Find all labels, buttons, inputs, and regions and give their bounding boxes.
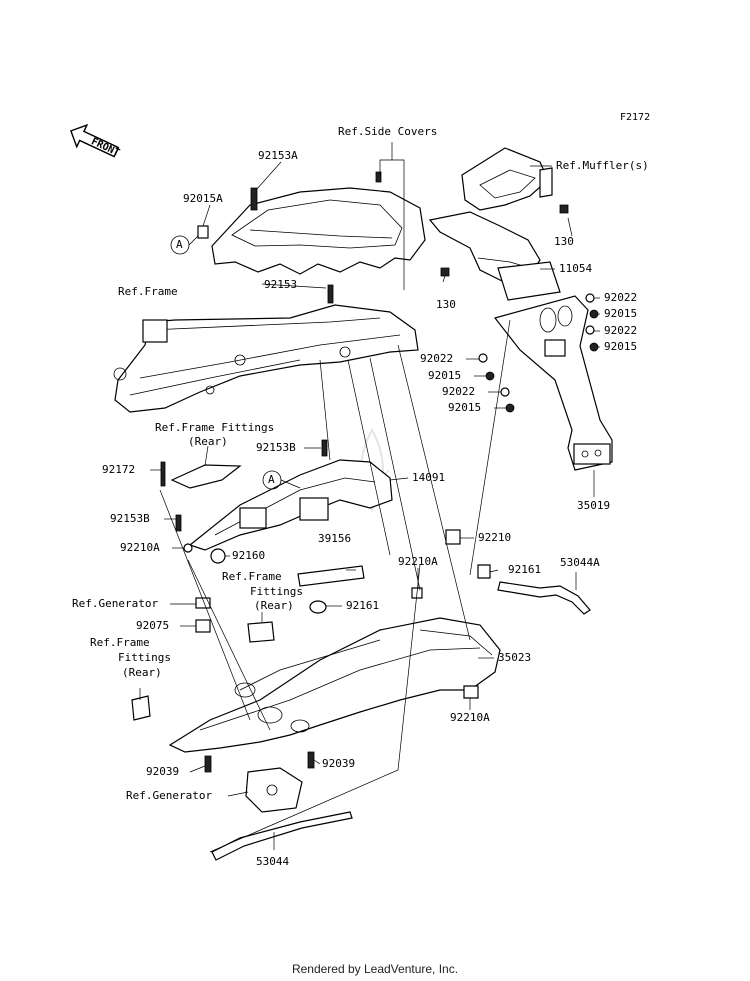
bolt-130-top <box>559 204 569 214</box>
label-92153B-b: 92153B <box>110 512 150 525</box>
collar-92210A-c <box>463 685 479 699</box>
ref-marker-a-top <box>170 235 199 255</box>
label-53044: 53044 <box>256 855 290 868</box>
label-ref-generator-1: Ref.Generator <box>72 597 159 610</box>
label-92015-d: 92015 <box>448 401 482 414</box>
label-92153B-a: 92153B <box>256 441 296 454</box>
label-ref-frame-fittings-rear-2c: (Rear) <box>254 599 294 612</box>
side-cover-part <box>211 187 426 275</box>
rubber-92161-a <box>477 564 491 579</box>
label-92161-b: 92161 <box>346 599 380 612</box>
label-35019: 35019 <box>577 499 611 512</box>
figure-code: F2172 <box>620 112 651 123</box>
leader-lines <box>139 142 600 853</box>
label-ref-frame-fittings-rear-1b: (Rear) <box>188 435 228 448</box>
label-92210A-c: 92210A <box>450 711 490 724</box>
frame-fitting-rear-low <box>131 695 151 721</box>
label-92039-b: 92039 <box>322 757 356 770</box>
reflector-39156 <box>297 565 365 587</box>
ref-marker-a-top-label: A <box>176 238 183 251</box>
collar-92210A-a <box>183 543 193 553</box>
label-92015A: 92015A <box>183 192 223 205</box>
frame-fitting-rear-top <box>170 464 242 489</box>
inner-fender-35023 <box>168 617 501 753</box>
bolt-130-mid <box>440 267 450 277</box>
label-92015-c: 92015 <box>428 369 462 382</box>
bolt-92153A <box>250 187 258 211</box>
label-ref-frame-fittings-rear-3c: (Rear) <box>122 666 162 679</box>
bolt-92153B-b <box>175 514 182 532</box>
grommet-92015A <box>197 225 209 239</box>
label-ref-muffler: Ref.Muffler(s) <box>556 159 649 172</box>
clip-92039-b <box>307 751 315 769</box>
label-130-mid: 130 <box>436 298 456 311</box>
damper-92075 <box>195 619 211 633</box>
label-11054: 11054 <box>559 262 593 275</box>
label-ref-frame-fittings-rear-1a: Ref.Frame Fittings <box>155 421 275 434</box>
rear-fender-14091 <box>188 459 393 551</box>
label-92161-a: 92161 <box>508 563 542 576</box>
washer-92022-c <box>478 353 488 363</box>
label-ref-frame-fittings-rear-2b: Fittings <box>250 585 303 598</box>
label-92210A-a: 92210A <box>120 541 160 554</box>
label-ref-frame-fittings-rear-3b: Fittings <box>118 651 171 664</box>
label-92210A-b: 92210A <box>398 555 438 568</box>
hose-53044 <box>211 811 353 861</box>
label-39156: 39156 <box>318 532 352 545</box>
clip-92039-a <box>204 755 212 773</box>
label-92015-a: 92015 <box>604 307 638 320</box>
label-14091: 14091 <box>412 471 446 484</box>
label-ref-frame-fittings-rear-2a: Ref.Frame <box>222 570 282 583</box>
rubber-92161-b <box>309 600 327 614</box>
label-ref-generator-2: Ref.Generator <box>126 789 213 802</box>
label-92153A: 92153A <box>258 149 298 162</box>
label-92160: 92160 <box>232 549 266 562</box>
nut-92015-d <box>505 403 515 413</box>
bracket-11054 <box>497 261 561 301</box>
frame-part <box>113 304 419 413</box>
washer-92022-d <box>500 387 510 397</box>
bolt-92153B-a <box>321 439 328 457</box>
footer-credit: Rendered by LeadVenture, Inc. <box>291 962 459 976</box>
label-ref-frame: Ref.Frame <box>118 285 178 298</box>
grommet-92160 <box>210 548 226 564</box>
collar-92210 <box>445 529 461 545</box>
label-35023: 35023 <box>498 651 532 664</box>
label-92172: 92172 <box>102 463 136 476</box>
frame-fitting-rear-mid <box>247 621 275 643</box>
hose-53044A <box>497 581 591 615</box>
label-92210: 92210 <box>478 531 512 544</box>
label-92153: 92153 <box>264 278 298 291</box>
label-ref-frame-fittings-rear-3a: Ref.Frame <box>90 636 150 649</box>
washer-92022-a <box>585 293 595 303</box>
pin-92172 <box>160 461 166 487</box>
generator-plate-lower <box>245 767 303 813</box>
label-92039-a: 92039 <box>146 765 180 778</box>
nut-92015-a <box>589 309 599 319</box>
label-92022-a: 92022 <box>604 291 638 304</box>
front-arrow-icon <box>70 123 120 158</box>
label-ref-side-covers: Ref.Side Covers <box>338 125 438 138</box>
license-bracket-35019 <box>493 295 613 471</box>
ref-marker-a-mid-label: A <box>268 473 275 486</box>
nut-92015-c <box>485 371 495 381</box>
washer-92022-b <box>585 325 595 335</box>
generator-bracket-top <box>195 597 211 609</box>
bolt-92153 <box>327 284 334 304</box>
label-92022-c: 92022 <box>420 352 454 365</box>
label-53044A: 53044A <box>560 556 600 569</box>
label-92015-b: 92015 <box>604 340 638 353</box>
label-130-top: 130 <box>554 235 574 248</box>
label-92075: 92075 <box>136 619 170 632</box>
ref-marker-a-mid <box>262 470 301 490</box>
label-92022-b: 92022 <box>604 324 638 337</box>
label-92022-d: 92022 <box>442 385 476 398</box>
nut-92015-b <box>589 342 599 352</box>
